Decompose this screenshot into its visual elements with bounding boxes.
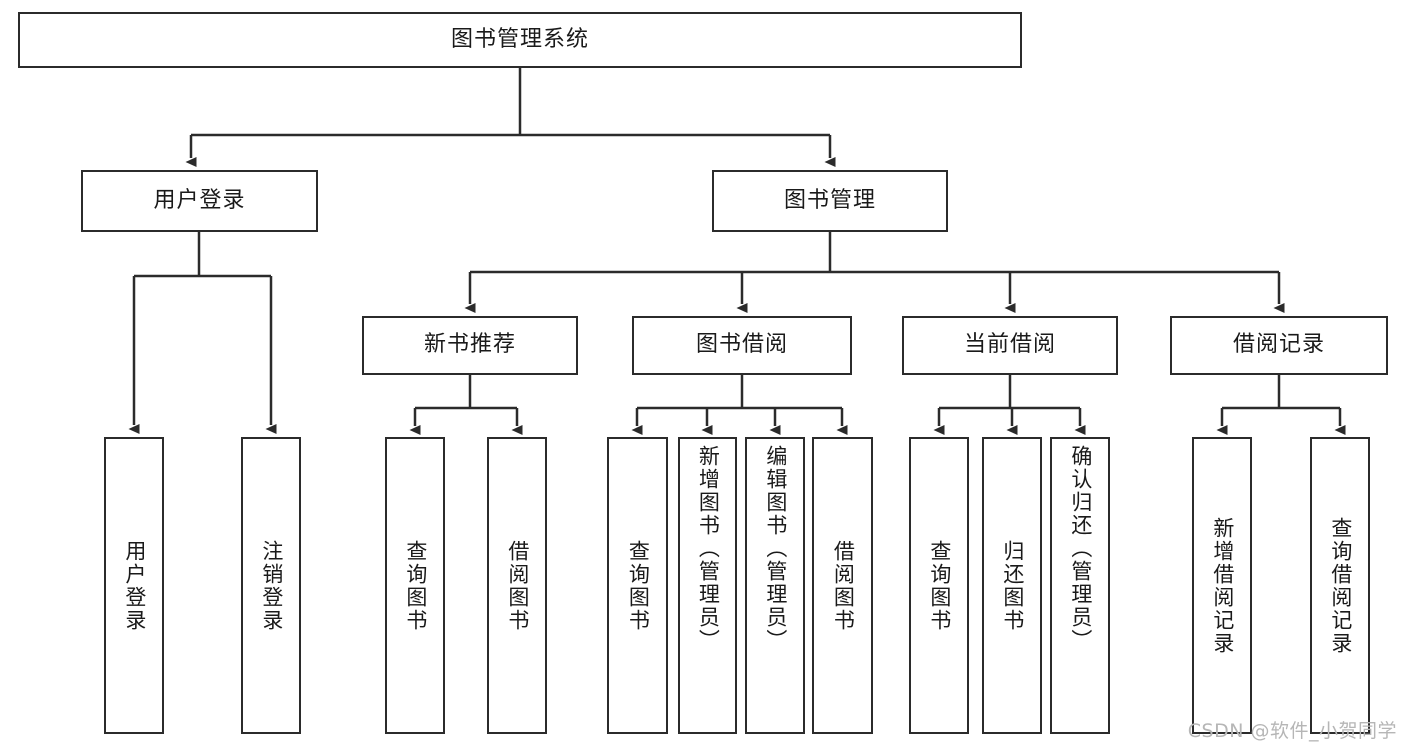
node-leaf-query-book-borrow-label: 查询图书 xyxy=(626,539,651,632)
node-leaf-query-book-rec-label: 查询图书 xyxy=(403,539,428,632)
node-user-login-label: 用户登录 xyxy=(153,187,246,213)
node-book-borrow-label: 图书借阅 xyxy=(695,332,788,358)
node-leaf-borrow-book-rec[interactable]: 借阅图书 xyxy=(487,437,547,734)
node-leaf-return-book[interactable]: 归还图书 xyxy=(982,437,1042,734)
node-book-manage-label: 图书管理 xyxy=(783,187,876,213)
node-root[interactable]: 图书管理系统 xyxy=(18,12,1022,68)
node-leaf-user-login-label: 用户登录 xyxy=(122,539,147,632)
node-leaf-user-logout[interactable]: 注销登录 xyxy=(241,437,301,734)
node-book-borrow[interactable]: 图书借阅 xyxy=(632,316,852,375)
node-user-login[interactable]: 用户登录 xyxy=(81,170,318,232)
node-leaf-add-borrow-record-label: 新增借阅记录 xyxy=(1210,516,1235,655)
node-leaf-add-book-admin[interactable]: 新增图书（管理员） xyxy=(678,437,737,734)
node-leaf-query-book-current-label: 查询图书 xyxy=(927,539,952,632)
node-leaf-edit-book-admin-label: 编辑图书（管理员） xyxy=(763,445,788,652)
node-leaf-query-book-current[interactable]: 查询图书 xyxy=(909,437,969,734)
node-leaf-user-logout-label: 注销登录 xyxy=(259,539,284,632)
node-leaf-edit-book-admin[interactable]: 编辑图书（管理员） xyxy=(745,437,805,734)
node-leaf-add-borrow-record[interactable]: 新增借阅记录 xyxy=(1192,437,1252,734)
node-root-label: 图书管理系统 xyxy=(450,26,589,52)
node-new-book-recommend[interactable]: 新书推荐 xyxy=(362,316,578,375)
node-leaf-query-borrow-record[interactable]: 查询借阅记录 xyxy=(1310,437,1370,734)
node-book-manage[interactable]: 图书管理 xyxy=(712,170,948,232)
node-leaf-add-book-admin-label: 新增图书（管理员） xyxy=(696,445,721,652)
node-leaf-query-book-rec[interactable]: 查询图书 xyxy=(385,437,445,734)
node-leaf-borrow-book[interactable]: 借阅图书 xyxy=(812,437,873,734)
node-leaf-return-book-label: 归还图书 xyxy=(1000,539,1025,632)
node-leaf-confirm-return-admin-label: 确认归还（管理员） xyxy=(1068,445,1093,652)
node-borrow-record[interactable]: 借阅记录 xyxy=(1170,316,1388,375)
node-borrow-record-label: 借阅记录 xyxy=(1232,332,1325,358)
node-leaf-user-login[interactable]: 用户登录 xyxy=(104,437,164,734)
node-current-borrow[interactable]: 当前借阅 xyxy=(902,316,1118,375)
node-new-book-recommend-label: 新书推荐 xyxy=(423,332,516,358)
csdn-watermark: CSDN @软件_小贺同学 xyxy=(1187,720,1397,742)
node-leaf-confirm-return-admin[interactable]: 确认归还（管理员） xyxy=(1050,437,1110,734)
node-leaf-query-borrow-record-label: 查询借阅记录 xyxy=(1328,516,1353,655)
node-current-borrow-label: 当前借阅 xyxy=(963,332,1056,358)
node-leaf-borrow-book-rec-label: 借阅图书 xyxy=(505,539,530,632)
node-leaf-query-book-borrow[interactable]: 查询图书 xyxy=(607,437,668,734)
node-leaf-borrow-book-label: 借阅图书 xyxy=(831,539,856,632)
